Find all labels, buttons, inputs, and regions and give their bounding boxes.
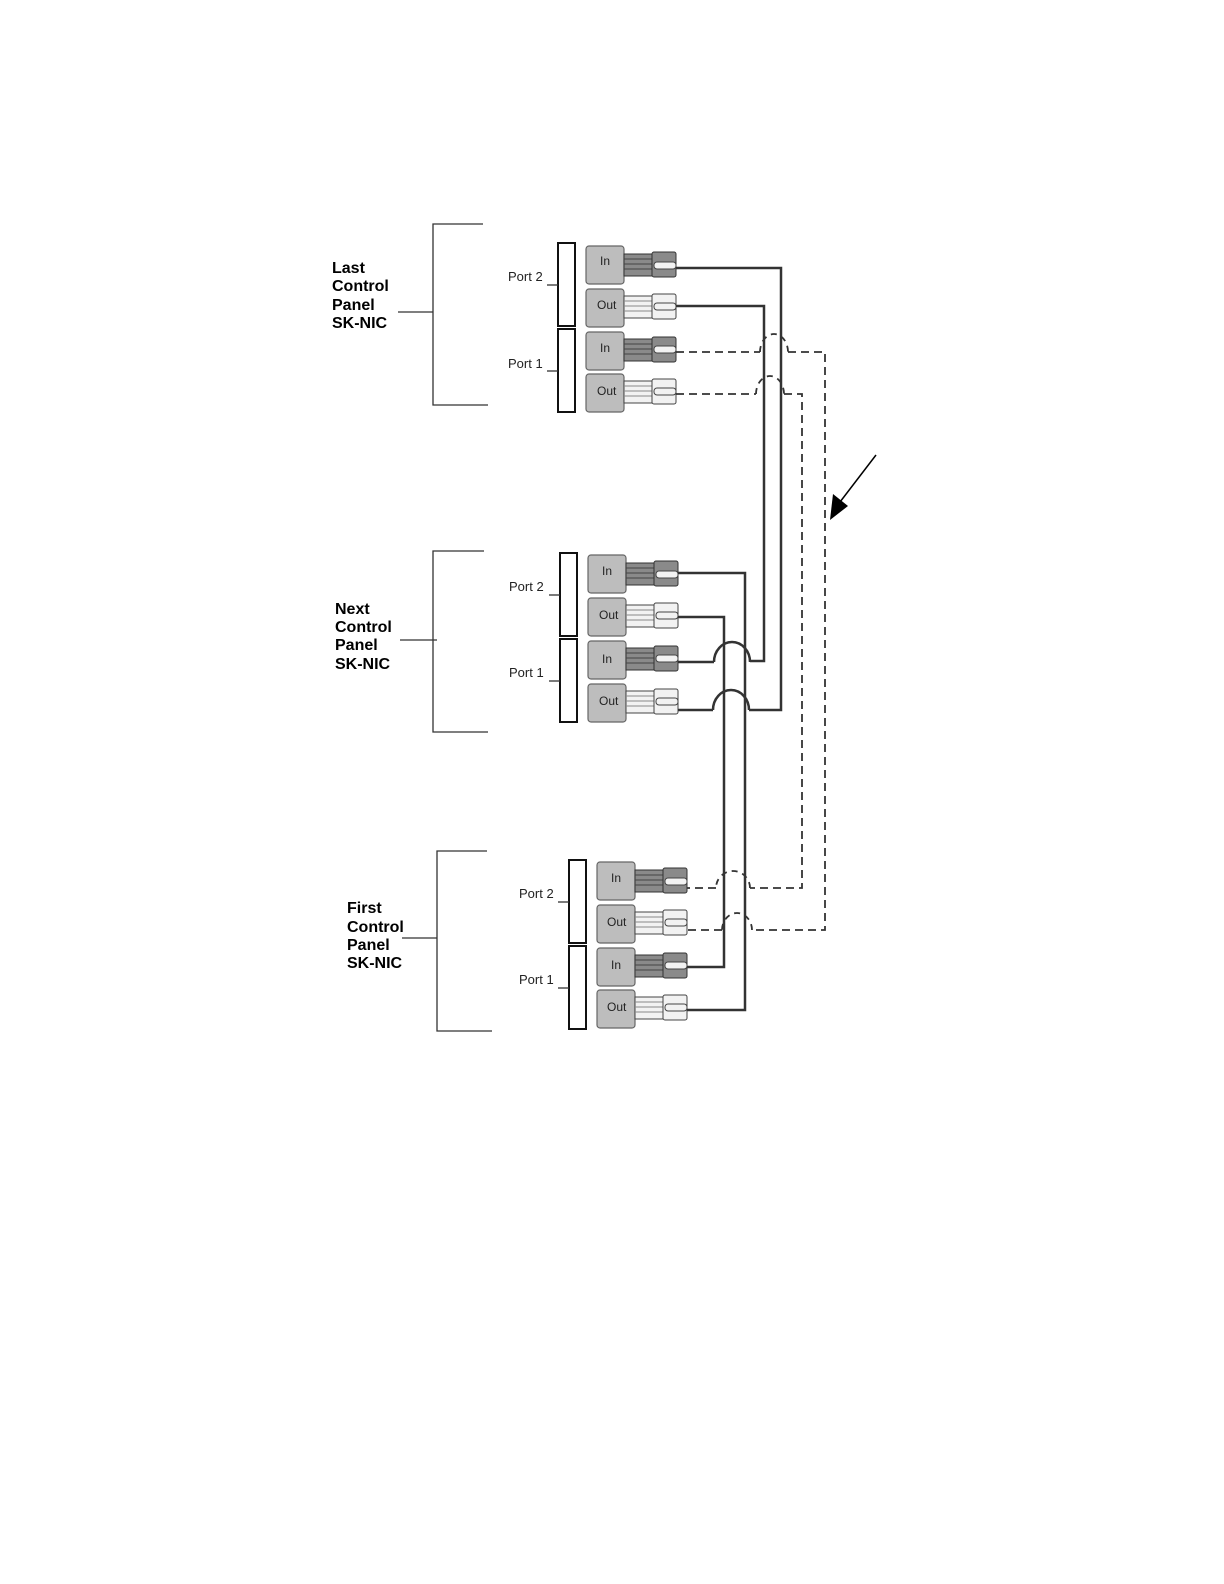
plug-icon (635, 997, 663, 1019)
connector-in-label: In (600, 254, 610, 268)
port-1-label: Port 1 (508, 356, 543, 371)
wire-crossover-hop (713, 690, 749, 710)
panel-label: First (347, 900, 382, 917)
port-1-bar (558, 329, 575, 412)
connector-out-label: Out (607, 915, 627, 929)
svg-text:Control: Control (332, 278, 389, 295)
plug-icon (635, 912, 663, 934)
port-2-label: Port 2 (508, 269, 543, 284)
port-1-label: Port 1 (519, 972, 554, 987)
port-2-label: Port 2 (509, 579, 544, 594)
plug-icon (624, 339, 652, 361)
svg-text:SK-NIC: SK-NIC (335, 656, 391, 673)
wire-last-p2out-to-next-p1in (676, 306, 764, 661)
plug-icon (626, 605, 654, 627)
port-1-bar (569, 946, 586, 1029)
panel-label: Next (335, 601, 370, 618)
primary-wiring (676, 268, 781, 1010)
svg-text:Panel: Panel (347, 937, 390, 954)
connector-in-label: In (600, 341, 610, 355)
panel-bracket (433, 224, 488, 405)
plug-icon (624, 381, 652, 403)
connector-in-label: In (602, 652, 612, 666)
plug-icon (624, 296, 652, 318)
svg-text:SK-NIC: SK-NIC (347, 955, 403, 972)
connector-out-label: Out (597, 384, 617, 398)
plug-icon (626, 691, 654, 713)
port-2-bar (558, 243, 575, 326)
wire-crossover-hop (722, 913, 752, 930)
connector-out-label: Out (599, 694, 619, 708)
connector-out-label: Out (597, 298, 617, 312)
svg-text:Panel: Panel (335, 637, 378, 654)
arrow-pointer-icon (830, 455, 876, 520)
panel-label: Last (332, 260, 366, 277)
connector-in-label: In (602, 564, 612, 578)
panel-first: First Control Panel SK-NIC Port 2 Port 1… (347, 851, 687, 1031)
svg-text:SK-NIC: SK-NIC (332, 315, 388, 332)
connector-in-label: In (611, 958, 621, 972)
wire-next-p2in-to-first-p1out (678, 573, 745, 1010)
port-2-bar (560, 553, 577, 636)
svg-text:Panel: Panel (332, 297, 375, 314)
plug-icon (626, 648, 654, 670)
connector-out-label: Out (599, 608, 619, 622)
connector-out-label: Out (607, 1000, 627, 1014)
panel-last: Last Control Panel SK-NIC Port 2 Port 1 … (332, 224, 676, 412)
panel-bracket (437, 851, 492, 1031)
svg-text:Control: Control (335, 619, 392, 636)
panel-next: Next Control Panel SK-NIC Port 2 Port 1 … (335, 551, 678, 732)
port-1-label: Port 1 (509, 665, 544, 680)
plug-icon (635, 955, 663, 977)
plug-icon (624, 254, 652, 276)
port-2-label: Port 2 (519, 886, 554, 901)
port-1-bar (560, 639, 577, 722)
svg-text:Control: Control (347, 919, 404, 936)
port-2-bar (569, 860, 586, 943)
secondary-wiring (676, 334, 825, 930)
plug-icon (626, 563, 654, 585)
panel-bracket (433, 551, 488, 732)
plug-icon (635, 870, 663, 892)
connector-in-label: In (611, 871, 621, 885)
